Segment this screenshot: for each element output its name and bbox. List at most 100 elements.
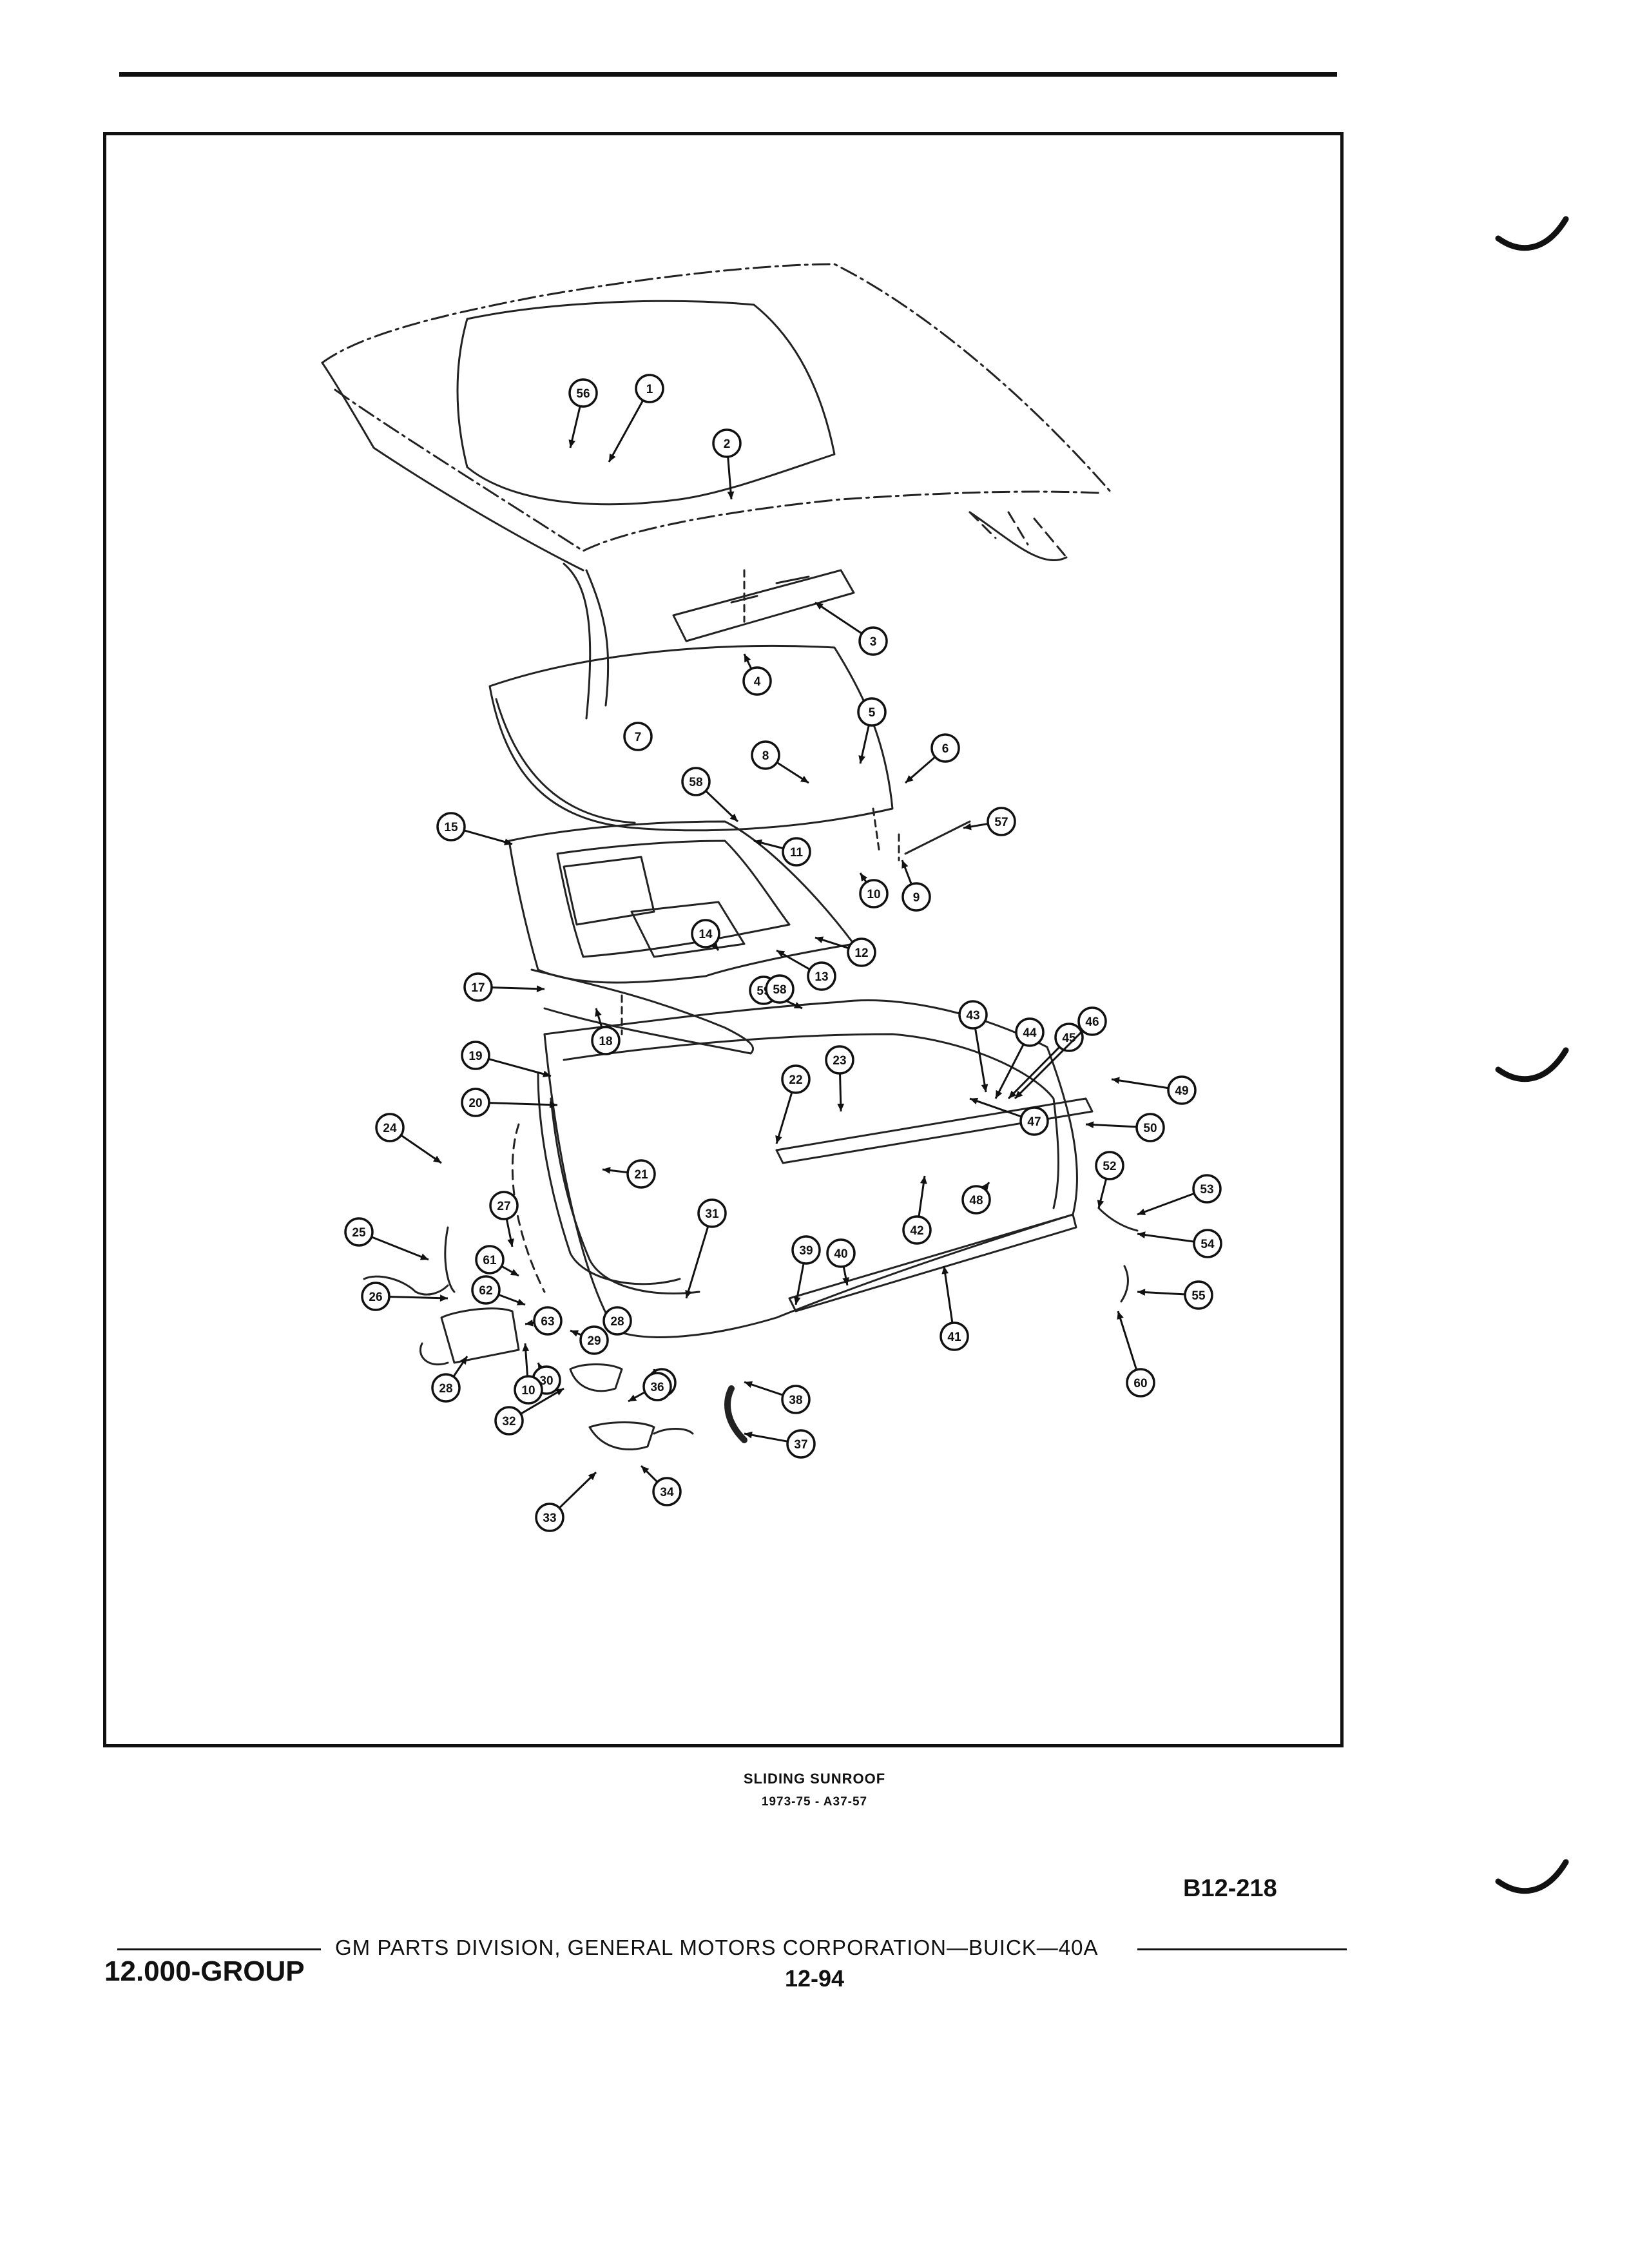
callout-number: 29 — [587, 1334, 601, 1348]
diagram-subtitle: 1973-75 - A37-57 — [761, 1795, 868, 1809]
callout-arrowhead — [543, 1070, 551, 1078]
roof-side-pillar — [563, 562, 592, 720]
callout-number: 23 — [833, 1054, 846, 1068]
callout-number: 56 — [576, 387, 590, 401]
callout-arrowhead — [754, 839, 762, 847]
callout-leader — [1007, 1046, 1060, 1100]
callout-number: 63 — [541, 1315, 554, 1329]
callout-leader — [521, 1387, 564, 1415]
callout-number: 14 — [699, 928, 713, 941]
callout-arrowhead — [1015, 1090, 1023, 1099]
callout-22: 22 — [775, 1064, 811, 1144]
callout-12: 12 — [815, 936, 876, 967]
margin-mark-2 — [1495, 1047, 1569, 1082]
callout-11: 11 — [753, 837, 811, 867]
callout-circle — [602, 1306, 632, 1336]
callout-arrowhead — [815, 936, 824, 943]
callout-50: 50 — [1085, 1113, 1165, 1142]
callout-number: 30 — [539, 1374, 553, 1388]
callout-arrowhead — [433, 1155, 441, 1163]
callout-5: 5 — [857, 697, 887, 764]
callout-number: 22 — [789, 1073, 802, 1087]
callout-leader — [401, 1135, 442, 1164]
callout-leader — [371, 1236, 429, 1261]
callout-circle — [781, 1385, 811, 1414]
crank-handle-31 — [569, 1363, 623, 1392]
callout-arrowhead — [963, 823, 972, 831]
callout-arrowhead — [419, 1253, 429, 1260]
callout-18: 18 — [591, 1008, 621, 1055]
callout-leader — [1137, 1291, 1185, 1296]
callout-leader — [1014, 1030, 1083, 1100]
callout-number: 39 — [799, 1244, 813, 1258]
callout-leader — [608, 400, 644, 463]
callout-arrowhead — [970, 1097, 979, 1105]
callout-arrowhead — [522, 1343, 530, 1352]
callout-arrowhead — [1112, 1077, 1120, 1084]
callout-circle — [475, 1245, 505, 1274]
hose-53 — [1120, 1265, 1129, 1303]
roof-opening — [456, 300, 836, 506]
callout-circle — [742, 666, 772, 696]
callout-39: 39 — [791, 1235, 821, 1305]
callout-circle — [859, 879, 889, 908]
callout-number: 4 — [754, 675, 761, 689]
callout-circle — [961, 1185, 991, 1215]
callout-arrowhead — [941, 1266, 949, 1274]
callout-arrowhead — [800, 775, 809, 783]
callout-arrowhead — [1137, 1231, 1146, 1238]
roof-rear-edge — [969, 511, 1068, 562]
callout-54: 54 — [1137, 1229, 1222, 1258]
callout-circle — [375, 1113, 405, 1142]
callout-number: 58 — [773, 983, 786, 997]
callout-4: 4 — [742, 653, 772, 696]
drain-hose-50 — [1097, 1207, 1139, 1232]
callout-group: 1234567891011121314151718192021222324252… — [344, 374, 1222, 1532]
callout-leader — [464, 829, 513, 845]
callout-arrowhead — [744, 1381, 753, 1388]
callout-circle — [691, 919, 720, 948]
callout-25: 25 — [344, 1217, 429, 1261]
callout-circle — [436, 812, 466, 841]
callout-60: 60 — [1117, 1311, 1155, 1398]
callout-arrowhead — [744, 654, 751, 663]
callout-circle — [1184, 1280, 1213, 1310]
footer-rule-left — [117, 1948, 321, 1950]
callout-circle — [361, 1282, 390, 1311]
callout-leader — [1117, 1311, 1137, 1370]
callout-circle — [1054, 1023, 1084, 1052]
callout-number: 43 — [966, 1009, 979, 1023]
callout-arrowhead — [628, 1394, 637, 1401]
callout-circle — [652, 1477, 682, 1506]
sunroof-panel — [488, 645, 894, 832]
callout-number: 11 — [790, 846, 804, 860]
callout-circle — [807, 961, 836, 991]
callout-42: 42 — [902, 1175, 932, 1245]
callout-arrowhead — [555, 1389, 564, 1396]
hose-56 — [904, 820, 971, 855]
callout-19: 19 — [461, 1041, 552, 1078]
callout-24: 24 — [375, 1113, 442, 1164]
callout-number: 1 — [646, 383, 653, 396]
callout-number: 44 — [1023, 1026, 1037, 1040]
callout-circle — [826, 1238, 856, 1268]
callout-20: 20 — [461, 1088, 558, 1117]
callout-number: 6 — [942, 742, 949, 756]
callout-circle — [494, 1406, 524, 1436]
callout-circle — [902, 1215, 932, 1245]
callout-arrowhead — [595, 1008, 602, 1017]
roof-outline — [321, 263, 1113, 494]
callout-26: 26 — [361, 1282, 448, 1311]
front-header-bracket — [672, 569, 855, 642]
diagram-title: SLIDING SUNROOF — [743, 1771, 886, 1787]
callout-circle — [1192, 1174, 1222, 1204]
crank-handle-34 — [588, 1421, 655, 1451]
callout-arrowhead — [860, 873, 868, 881]
callout-15: 15 — [436, 812, 513, 845]
callout-45: 45 — [1007, 1023, 1084, 1100]
callout-28: 28 — [602, 1306, 632, 1336]
roof-front-edge — [321, 361, 584, 572]
callout-arrowhead — [507, 1238, 514, 1247]
callout-circle — [471, 1275, 501, 1305]
callout-leader — [974, 1028, 987, 1093]
